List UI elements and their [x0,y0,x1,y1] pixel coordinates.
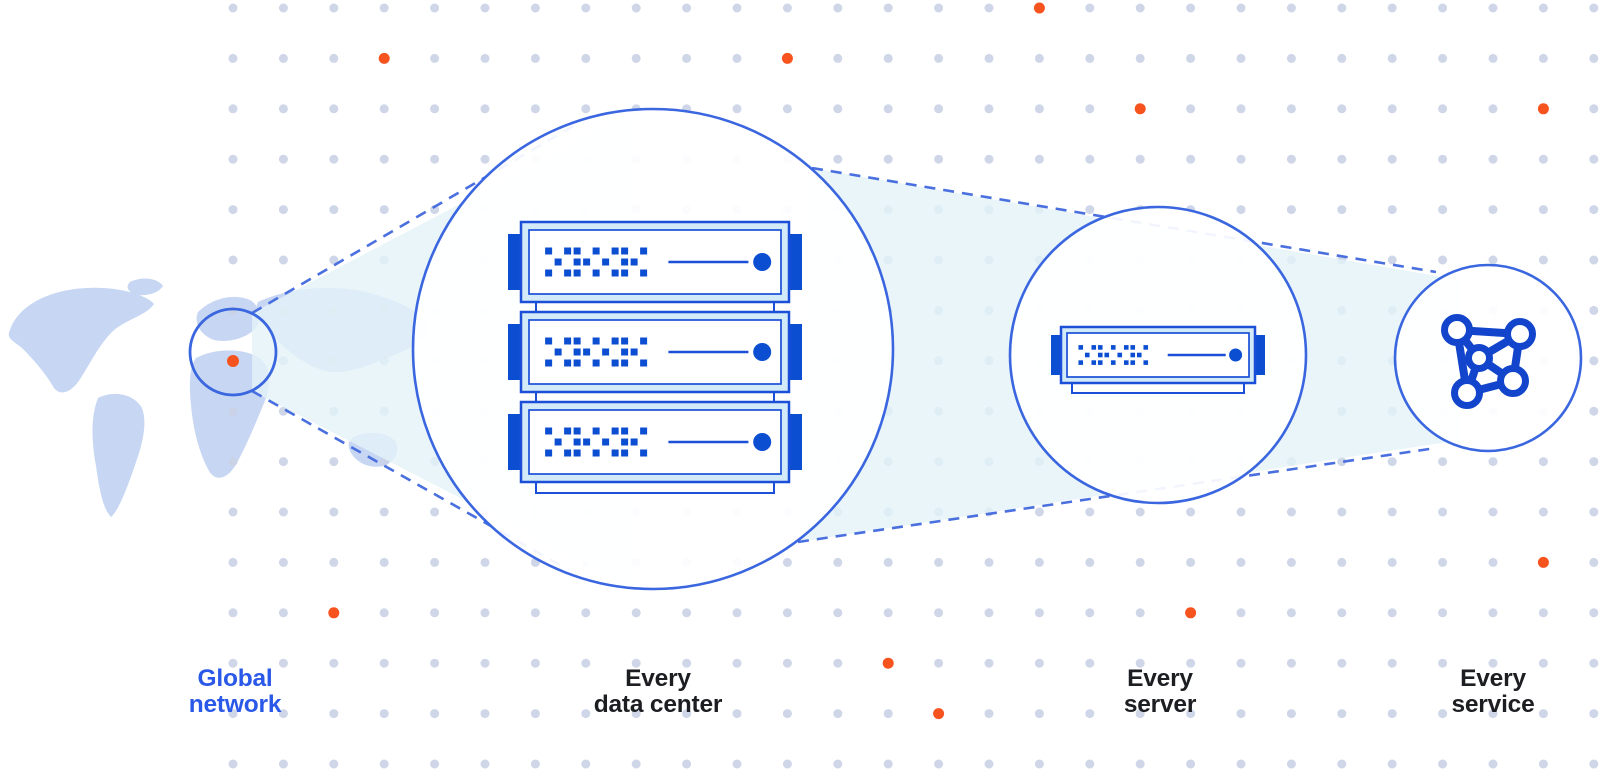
server-led [1229,348,1243,362]
server-led [753,253,772,271]
label-line: network [188,691,282,718]
label-line: Every [625,665,691,692]
map-location-dot [227,355,239,367]
label-line: Every [1127,665,1193,692]
mesh-node [1465,344,1493,372]
server-led [753,433,772,451]
mesh-node [1451,377,1483,409]
server-rack [508,220,802,494]
map-zoom-circle [188,307,278,397]
mesh-node [1504,318,1536,350]
label-global-network: Global network [189,666,282,718]
label-line: Every [1460,665,1526,692]
label-line: Global [197,665,273,692]
mesh-node [1497,365,1529,397]
service-mesh-icon [1441,314,1536,409]
label-line: server [1123,691,1197,718]
label-every-data-center: Every data center [594,666,723,718]
single-server [1051,325,1265,394]
server-led [753,343,772,361]
label-line: data center [593,691,723,718]
label-line: service [1451,691,1535,718]
mesh-node [1441,314,1473,346]
label-every-service: Every service [1451,666,1534,718]
label-every-server: Every server [1123,665,1197,718]
